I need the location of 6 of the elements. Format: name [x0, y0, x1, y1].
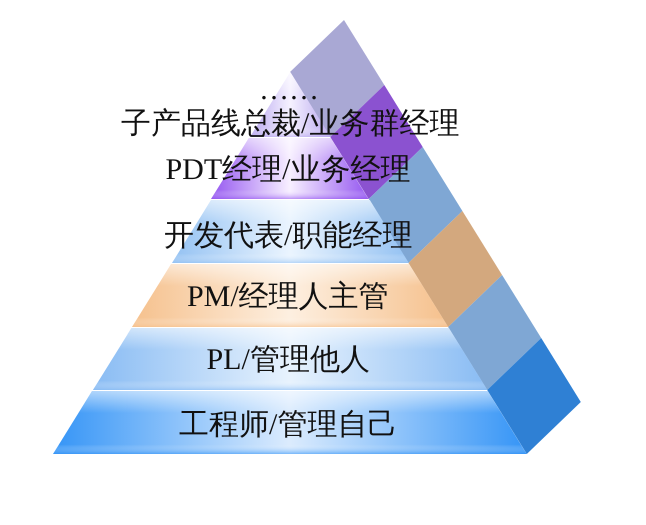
- tier-label: PM/经理人主管: [187, 282, 389, 312]
- tier-label: PL/管理他人: [206, 345, 370, 375]
- tier-label: PDT经理/业务经理: [166, 155, 411, 185]
- ellipsis-label: ……: [259, 75, 319, 105]
- tier-label: 开发代表/职能经理: [164, 221, 412, 251]
- tier-label: 工程师/管理自己: [179, 410, 398, 440]
